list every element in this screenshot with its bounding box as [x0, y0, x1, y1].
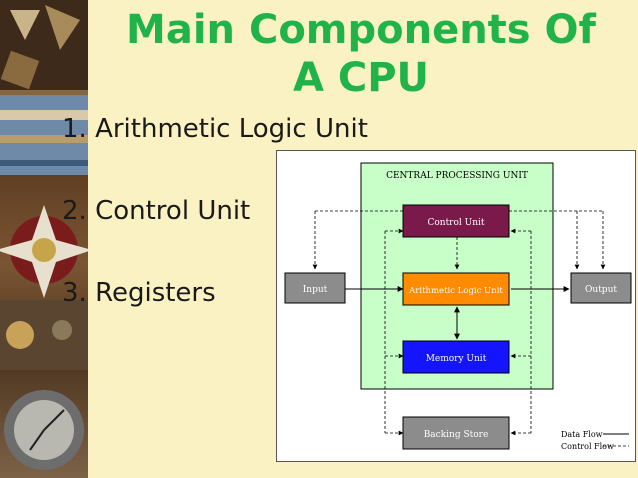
- backing-store-label: Backing Store: [424, 430, 489, 440]
- title-line-2: A CPU: [292, 55, 430, 101]
- decorative-side-image: [0, 0, 88, 478]
- data-flow-lines: [345, 286, 570, 340]
- alu-box: [402, 272, 510, 306]
- component-list: 1. Arithmetic Logic Unit 2. Control Unit…: [62, 108, 368, 354]
- cpu-diagram: CENTRAL PROCESSING UNIT Control Un: [276, 150, 636, 462]
- control-unit-box: [402, 204, 510, 238]
- input-label: Input: [303, 285, 328, 295]
- alu-label: Arithmetic Logic Unit: [408, 286, 503, 296]
- memory-unit-box: [402, 340, 510, 374]
- ornament-collage-icon: [0, 0, 88, 470]
- slide-title: Main Components Of A CPU: [96, 6, 626, 102]
- title-line-1: Main Components Of: [126, 7, 596, 53]
- legend-control-flow-label: Control Flow: [561, 442, 614, 451]
- control-unit-label: Control Unit: [427, 218, 484, 228]
- cpu-label: CENTRAL PROCESSING UNIT: [386, 171, 528, 181]
- list-item-alu: 1. Arithmetic Logic Unit: [62, 114, 368, 144]
- control-flow-lines: [312, 210, 606, 436]
- input-box: [284, 272, 346, 304]
- cpu-diagram-svg: CENTRAL PROCESSING UNIT Control Un: [284, 162, 632, 451]
- list-item-control-unit: 2. Control Unit: [62, 196, 251, 226]
- legend-data-flow-label: Data Flow: [561, 430, 603, 439]
- backing-store-box: [402, 416, 510, 450]
- list-item-registers: 3. Registers: [62, 278, 216, 308]
- output-label: Output: [585, 285, 617, 295]
- memory-unit-label: Memory Unit: [426, 354, 487, 364]
- output-box: [570, 272, 632, 304]
